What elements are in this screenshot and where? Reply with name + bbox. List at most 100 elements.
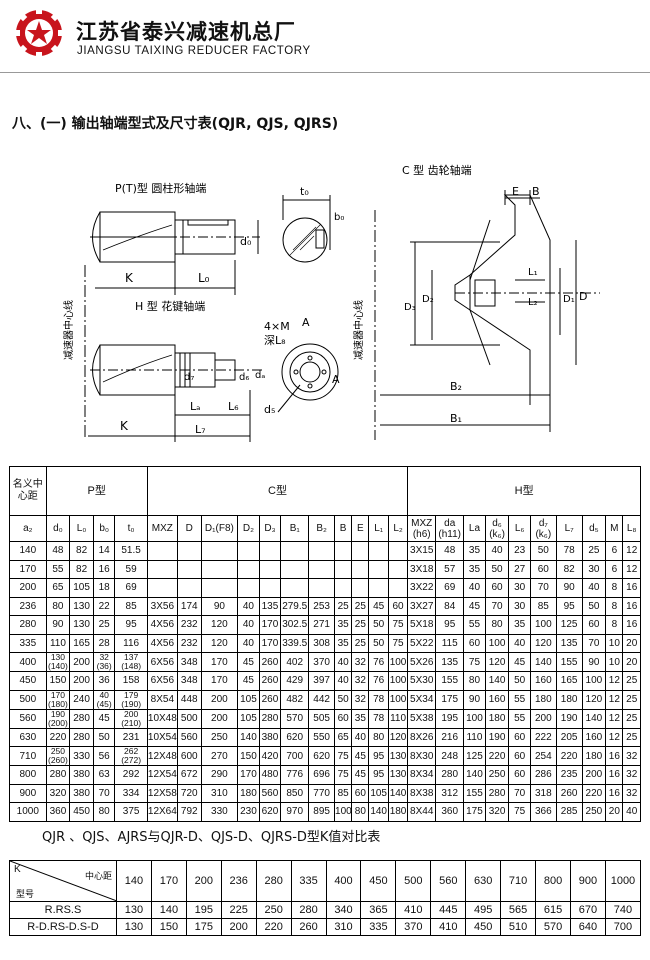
table-cell: 75	[387, 633, 409, 653]
table-cell: 30	[581, 559, 607, 579]
table-cell	[146, 578, 178, 598]
table-cell: 370	[308, 652, 336, 672]
compare-value-cell: 130	[116, 918, 152, 936]
compare-value-cell: 225	[220, 901, 257, 919]
dim-d1: D₁	[563, 294, 575, 305]
table-cell: 420	[258, 746, 282, 766]
table-cell: 32 (36)	[92, 652, 116, 672]
column-header: B₁	[280, 515, 310, 542]
column-header: a₂	[9, 515, 47, 542]
table-cell: 12	[605, 671, 624, 691]
table-cell: 60	[508, 746, 531, 766]
table-cell: 236	[9, 596, 47, 616]
table-cell: 175	[463, 802, 486, 822]
table-cell: 10	[605, 633, 624, 653]
column-header: B	[334, 515, 353, 542]
table-cell: 22	[92, 596, 116, 616]
table-cell: 3X27	[407, 596, 437, 616]
table-cell: 600	[176, 746, 202, 766]
table-cell: 63	[92, 765, 116, 785]
table-cell	[368, 578, 389, 598]
compare-value-cell: 670	[569, 901, 606, 919]
compare-center-header: 236	[220, 860, 257, 902]
compare-center-header: 280	[255, 860, 292, 902]
table-cell: 200	[9, 578, 47, 598]
header-h-group: H型	[407, 466, 641, 516]
dim-l6: L₆	[228, 400, 239, 413]
table-cell: 50	[368, 615, 389, 635]
table-cell: 60	[508, 765, 531, 785]
table-header-groups: 名义中心距 P型 C型 H型	[9, 466, 641, 516]
column-header: da (h11)	[435, 515, 465, 542]
compare-value-cell: 740	[604, 901, 642, 919]
table-cell: 56	[92, 746, 116, 766]
table-cell: 3X18	[407, 559, 437, 579]
compare-center-header: 140	[116, 860, 152, 902]
table-cell	[280, 559, 310, 579]
table-cell: 20	[622, 652, 641, 672]
table-cell: 69	[114, 578, 148, 598]
table-cell: 27	[508, 559, 531, 579]
compare-value-cell: 700	[604, 918, 642, 936]
table-cell: 45	[351, 746, 370, 766]
table-cell: 292	[114, 765, 148, 785]
table-cell: 165	[69, 633, 94, 653]
table-cell: 375	[114, 802, 148, 822]
table-cell: 80	[351, 802, 370, 822]
table-cell: 35	[334, 633, 353, 653]
table-cell: 95	[114, 615, 148, 635]
table-cell: 232	[176, 615, 202, 635]
column-header: MXZ (h6)	[407, 515, 437, 542]
table-cell: 240	[69, 689, 94, 710]
table-cell: 222	[529, 727, 557, 747]
table-cell: 190	[484, 727, 510, 747]
table-cell: 70	[92, 783, 116, 803]
table-cell: 180	[387, 802, 409, 822]
table-cell: 366	[529, 802, 557, 822]
table-cell: 32	[351, 652, 370, 672]
table-cell: 200	[200, 689, 239, 710]
table-cell: 40	[508, 633, 531, 653]
table-cell: 35	[508, 615, 531, 635]
c-gear-flange	[454, 194, 551, 396]
table-cell: 32	[622, 765, 641, 785]
table-cell: 65	[45, 578, 71, 598]
table-cell: 895	[308, 802, 336, 822]
dim-l2: L₂	[528, 297, 538, 308]
compare-value-cell: 510	[500, 918, 537, 936]
table-cell: 25	[622, 727, 641, 747]
table-cell: 16	[622, 615, 641, 635]
table-cell: 40	[622, 802, 641, 822]
table-cell: 50	[508, 671, 531, 691]
table-cell: 120	[484, 652, 510, 672]
table-cell: 8X38	[407, 783, 437, 803]
table-cell: 770	[308, 783, 336, 803]
table-cell: 140	[387, 783, 409, 803]
dim-e: E	[512, 185, 519, 198]
compare-center-header: 170	[150, 860, 187, 902]
table-cell: 116	[114, 633, 148, 653]
table-cell: 285	[555, 802, 583, 822]
table-cell: 95	[368, 746, 389, 766]
table-cell: 8	[605, 578, 624, 598]
table-cell: 400	[9, 652, 47, 672]
table-cell: 130	[69, 596, 94, 616]
table-cell: 60	[581, 615, 607, 635]
table-cell: 32	[622, 783, 641, 803]
table-cell: 560	[258, 783, 282, 803]
table-cell: 75	[387, 615, 409, 635]
table-cell: 200	[69, 652, 94, 672]
compare-value-cell: 370	[395, 918, 432, 936]
compare-value-cell: 250	[255, 901, 292, 919]
table-cell: 18	[92, 578, 116, 598]
table-cell: 45	[237, 652, 260, 672]
label-4xm: 4×M	[264, 320, 290, 333]
table-cell: 140	[581, 708, 607, 729]
table-cell: 140	[463, 765, 486, 785]
